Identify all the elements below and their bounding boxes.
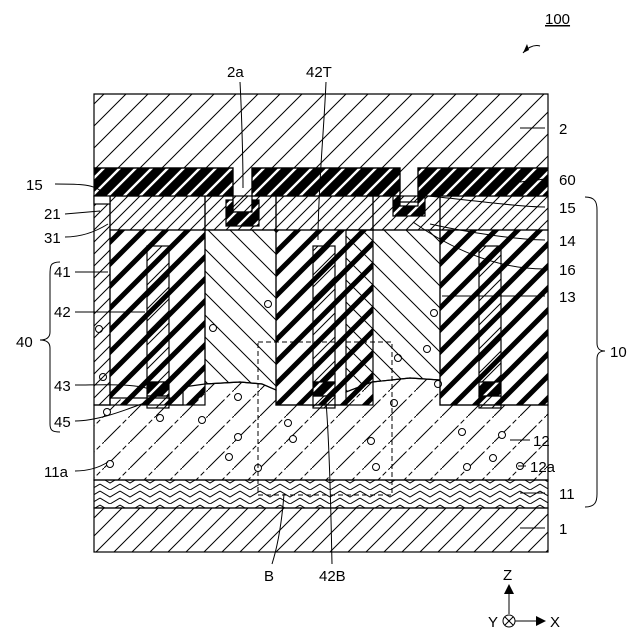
label-1: 1 bbox=[559, 521, 567, 538]
label-31: 31 bbox=[44, 230, 61, 247]
axis-label-x: X bbox=[550, 614, 560, 631]
core-42-right bbox=[479, 246, 501, 382]
axis-label-z: Z bbox=[503, 567, 512, 584]
label-43: 43 bbox=[54, 378, 71, 395]
label-41: 41 bbox=[54, 264, 71, 281]
part-45-left bbox=[147, 396, 169, 408]
substrate-1 bbox=[94, 508, 548, 552]
axis-indicator bbox=[503, 590, 540, 627]
pad-21-right bbox=[440, 196, 548, 230]
ref-number-100: 100 bbox=[545, 11, 570, 28]
core-42-mid bbox=[313, 246, 335, 382]
part-45-mid bbox=[313, 396, 335, 408]
label-13: 13 bbox=[559, 289, 576, 306]
layer-13-left bbox=[205, 230, 276, 390]
label-42B: 42B bbox=[319, 568, 346, 585]
core-42-left bbox=[147, 246, 169, 382]
label-15-left: 15 bbox=[26, 177, 43, 194]
label-42T: 42T bbox=[306, 64, 332, 81]
label-2: 2 bbox=[559, 121, 567, 138]
label-2a: 2a bbox=[227, 64, 244, 81]
axis-x-arrowhead bbox=[536, 616, 546, 626]
axis-label-y: Y bbox=[488, 614, 498, 631]
part-43-right bbox=[479, 382, 501, 396]
label-16: 16 bbox=[559, 262, 576, 279]
layer-11 bbox=[94, 480, 548, 508]
part-45-right bbox=[479, 396, 501, 408]
label-12: 12 bbox=[533, 433, 550, 450]
brace-10 bbox=[585, 197, 605, 507]
label-12a: 12a bbox=[530, 459, 556, 476]
pad-21-left bbox=[110, 196, 205, 230]
label-40: 40 bbox=[16, 334, 33, 351]
axis-z-arrowhead bbox=[504, 584, 514, 594]
label-10: 10 bbox=[610, 344, 627, 361]
label-15-right: 15 bbox=[559, 200, 576, 217]
part-43-left bbox=[147, 382, 169, 396]
label-21: 21 bbox=[44, 206, 61, 223]
label-60: 60 bbox=[559, 172, 576, 189]
label-45: 45 bbox=[54, 414, 71, 431]
label-B: B bbox=[264, 568, 274, 585]
layer-15-left bbox=[94, 196, 110, 204]
label-11a: 11a bbox=[44, 464, 69, 481]
brace-40 bbox=[40, 262, 60, 432]
part-43-mid bbox=[313, 382, 335, 396]
label-42: 42 bbox=[54, 304, 71, 321]
label-14: 14 bbox=[559, 233, 576, 250]
pad-21-mid bbox=[276, 196, 373, 230]
ref-arrow-head bbox=[523, 44, 529, 53]
label-11: 11 bbox=[559, 486, 575, 503]
